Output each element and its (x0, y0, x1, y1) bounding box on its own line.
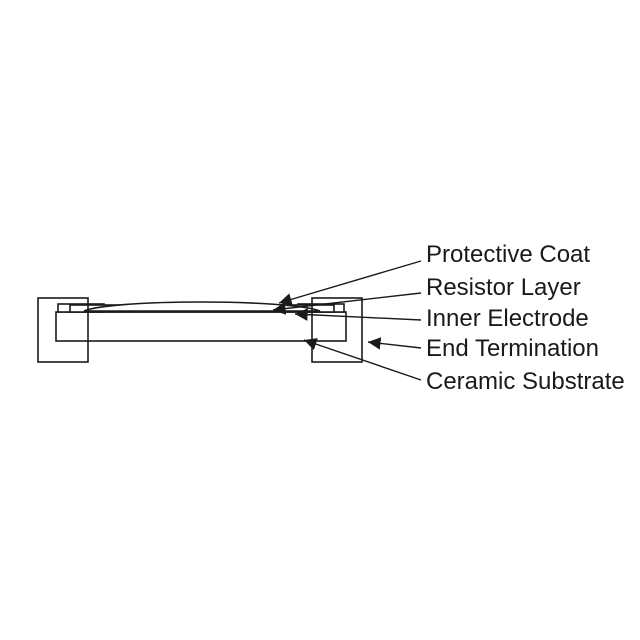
leader-inner-electrode (294, 308, 422, 321)
end-termination-left-shape (37, 297, 89, 363)
protective-coat-shape (83, 301, 321, 312)
leader-ceramic-substrate (303, 338, 422, 381)
callout-labels: Protective Coat Resistor Layer Inner Ele… (426, 241, 625, 395)
leader-protective-coat (278, 260, 422, 306)
label-inner-electrode: Inner Electrode (426, 305, 589, 332)
leader-end-termination (367, 337, 422, 350)
ceramic-substrate-shape (55, 311, 347, 342)
component-shapes (37, 297, 363, 363)
end-termination-right-shape (311, 297, 363, 363)
label-resistor-layer: Resistor Layer (426, 274, 581, 301)
label-ceramic-substrate: Ceramic Substrate (426, 368, 625, 395)
leader-resistor-layer (272, 292, 422, 315)
label-protective-coat: Protective Coat (426, 241, 590, 268)
leader-lines (272, 260, 422, 381)
label-end-termination: End Termination (426, 335, 599, 362)
